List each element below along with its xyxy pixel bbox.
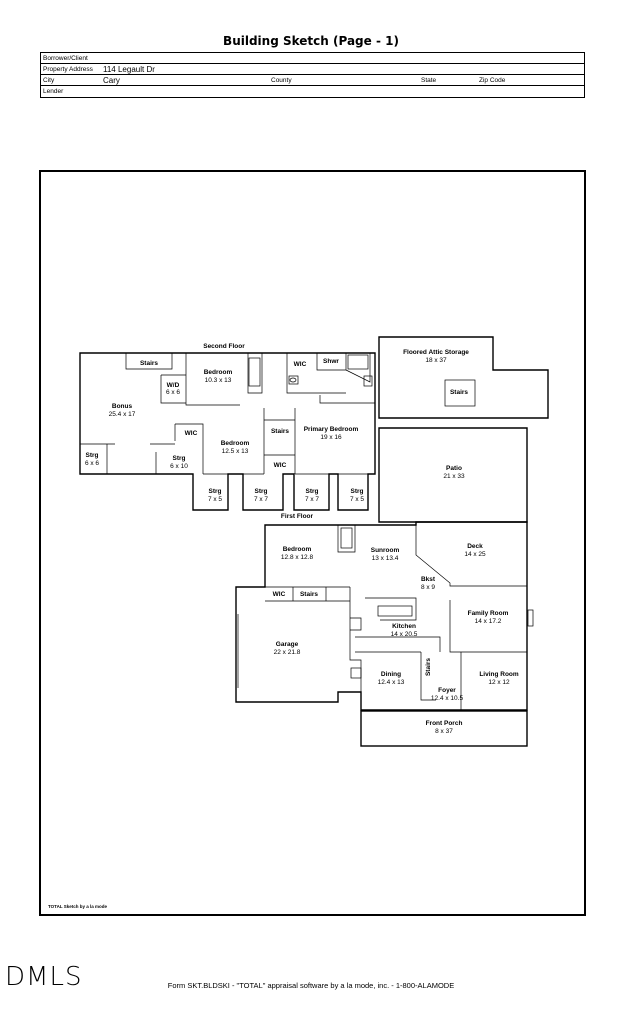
borrower-label: Borrower/Client — [43, 55, 88, 62]
room-shwr: Shwr — [323, 358, 339, 365]
room-bedroom-a: Bedroom — [204, 369, 233, 376]
room-dining: Dining — [381, 671, 401, 678]
room-strg-e: Strg — [306, 488, 319, 495]
room-strg-d-dim: 7 x 7 — [254, 496, 268, 503]
room-strg-b: Strg — [173, 455, 186, 462]
brand-logo: DMLS — [5, 962, 83, 992]
sketch-frame — [39, 170, 586, 916]
room-bedroom-c-dim: 12.8 x 12.8 — [281, 554, 314, 561]
state-label: State — [421, 77, 437, 84]
lender-label: Lender — [43, 88, 64, 95]
zip-label: Zip Code — [479, 77, 506, 84]
room-kitchen-dim: 14 x 20.5 — [391, 631, 418, 638]
address-label: Property Address — [43, 66, 93, 73]
room-stairs-2b: Stairs — [271, 428, 289, 435]
room-strg-a-dim: 6 x 6 — [85, 460, 99, 467]
room-porch-dim: 8 x 37 — [435, 728, 453, 735]
room-bkst: Bkst — [421, 576, 436, 583]
room-strg-a: Strg — [86, 452, 99, 459]
room-wd: W/D — [167, 382, 180, 389]
room-wd-dim: 6 x 6 — [166, 389, 180, 396]
room-attic: Floored Attic Storage — [403, 349, 469, 356]
room-porch: Front Porch — [426, 720, 463, 727]
room-family-dim: 14 x 17.2 — [475, 618, 502, 625]
city-row: City Cary County State Zip Code — [41, 75, 584, 86]
room-stairs-attic: Stairs — [450, 389, 468, 396]
lender-row: Lender — [41, 86, 584, 97]
address-row: Property Address 114 Legault Dr — [41, 64, 584, 75]
room-deck: Deck — [467, 543, 483, 550]
first-floor — [235, 521, 534, 747]
room-bedroom-b-dim: 12.5 x 13 — [222, 448, 249, 455]
room-strg-c: Strg — [209, 488, 222, 495]
room-living: Living Room — [479, 671, 519, 678]
room-strg-d: Strg — [255, 488, 268, 495]
room-primary-dim: 19 x 16 — [320, 434, 342, 441]
room-wic-b: WIC — [185, 430, 198, 437]
form-footer: Form SKT.BLDSKI - "TOTAL" appraisal soft… — [167, 981, 455, 990]
room-kitchen: Kitchen — [392, 623, 416, 630]
second-floor — [79, 352, 376, 511]
sketch-credit: TOTAL Sketch by a la mode — [48, 904, 108, 909]
room-dining-dim: 12.4 x 13 — [378, 679, 405, 686]
address-value: 114 Legault Dr — [103, 65, 155, 74]
second-floor-label: Second Floor — [203, 343, 245, 350]
room-strg-e-dim: 7 x 7 — [305, 496, 319, 503]
first-floor-label: First Floor — [281, 513, 314, 520]
room-strg-c-dim: 7 x 5 — [208, 496, 222, 503]
room-living-dim: 12 x 12 — [488, 679, 510, 686]
room-garage-dim: 22 x 21.8 — [274, 649, 301, 656]
room-bonus-dim: 25.4 x 17 — [109, 411, 136, 418]
room-strg-b-dim: 6 x 10 — [170, 463, 188, 470]
city-value: Cary — [103, 76, 120, 85]
room-strg-f: Strg — [351, 488, 364, 495]
room-garage: Garage — [276, 641, 299, 648]
city-label: City — [43, 77, 55, 84]
room-strg-f-dim: 7 x 5 — [350, 496, 364, 503]
room-wic-a: WIC — [294, 361, 307, 368]
room-patio-dim: 21 x 33 — [443, 473, 465, 480]
room-stairs-1a: Stairs — [300, 591, 318, 598]
room-bedroom-c: Bedroom — [283, 546, 312, 553]
room-bedroom-b: Bedroom — [221, 440, 250, 447]
room-sunroom: Sunroom — [371, 547, 400, 554]
room-deck-dim: 14 x 25 — [464, 551, 486, 558]
room-stairs-1b: Stairs — [425, 658, 432, 676]
room-wic-d: WIC — [273, 591, 286, 598]
room-primary: Primary Bedroom — [304, 426, 359, 433]
borrower-row: Borrower/Client — [41, 53, 584, 64]
room-stairs-2a: Stairs — [140, 360, 158, 367]
room-bkst-dim: 8 x 9 — [421, 584, 435, 591]
room-foyer: Foyer — [438, 687, 456, 694]
room-family: Family Room — [468, 610, 509, 617]
page-title: Building Sketch (Page - 1) — [223, 34, 399, 48]
room-sunroom-dim: 13 x 13.4 — [372, 555, 399, 562]
room-patio: Patio — [446, 465, 462, 472]
room-attic-dim: 18 x 37 — [425, 357, 447, 364]
room-bonus: Bonus — [112, 403, 133, 410]
property-info-table: Borrower/Client Property Address 114 Leg… — [40, 52, 585, 98]
room-bedroom-a-dim: 10.3 x 13 — [205, 377, 232, 384]
county-label: County — [271, 77, 292, 84]
attic-outline — [378, 336, 549, 419]
room-foyer-dim: 12.4 x 10.5 — [431, 695, 464, 702]
room-wic-c: WIC — [274, 462, 287, 469]
